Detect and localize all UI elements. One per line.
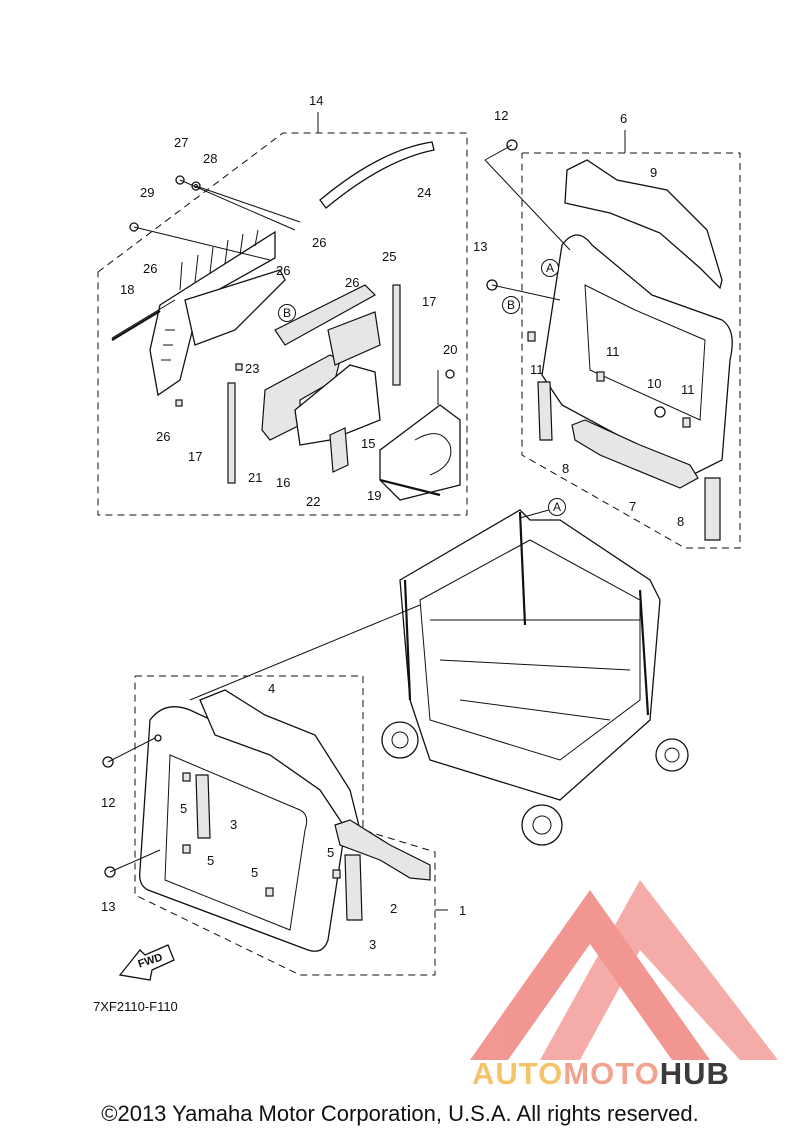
- callout-24: 24: [417, 185, 432, 200]
- callout-26-a: 26: [312, 235, 327, 250]
- callout-26-c: 26: [276, 263, 291, 278]
- strip-17-left: [227, 382, 236, 484]
- callout-5-a: 5: [180, 801, 188, 816]
- trim-strip-24: [319, 141, 435, 209]
- clip-icons: [486, 139, 691, 428]
- callout-2: 2: [390, 901, 398, 916]
- foam-7: [571, 419, 699, 489]
- callout-11-b: 11: [530, 362, 544, 377]
- marker-b-right: B: [502, 296, 520, 314]
- watermark-text: AUTOMOTOHUB: [472, 1056, 730, 1091]
- group-1-frame: [134, 675, 436, 976]
- rear-panel-6: [541, 234, 733, 476]
- pad-8-left: [537, 381, 553, 441]
- marker-b-left: B: [278, 304, 296, 322]
- callout-26-d: 26: [345, 275, 360, 290]
- callout-10: 10: [647, 376, 662, 391]
- callout-8-b: 8: [677, 514, 685, 529]
- callout-23: 23: [245, 361, 260, 376]
- callout-5-b: 5: [327, 845, 335, 860]
- grille-panel: [149, 230, 276, 397]
- callout-6: 6: [620, 111, 628, 126]
- callout-22: 22: [306, 494, 321, 509]
- group-14-frame: [97, 132, 468, 516]
- callout-12-b: 12: [101, 795, 116, 810]
- foam-pad-22: [329, 427, 349, 473]
- callout-13-a: 13: [473, 239, 488, 254]
- callout-8-a: 8: [562, 461, 570, 476]
- callout-26-e: 26: [156, 429, 171, 444]
- callout-20: 20: [443, 342, 458, 357]
- callout-18: 18: [120, 282, 135, 297]
- grille-slats: [161, 229, 259, 361]
- callout-29: 29: [140, 185, 155, 200]
- callout-19: 19: [367, 488, 382, 503]
- watermark-logo: [470, 880, 778, 1060]
- pad-3-top: [195, 774, 211, 839]
- pad-8-right: [704, 477, 721, 541]
- pad-3-bottom: [344, 854, 363, 921]
- callout-5-d: 5: [251, 865, 259, 880]
- callout-15: 15: [361, 436, 376, 451]
- callout-3-a: 3: [230, 817, 238, 832]
- callout-1: 1: [459, 903, 467, 918]
- callout-25: 25: [382, 249, 397, 264]
- drawing-code: 7XF2110-F110: [93, 999, 178, 1014]
- callout-3-b: 3: [369, 937, 377, 952]
- callout-28: 28: [203, 151, 218, 166]
- marker-a-top: A: [541, 259, 559, 277]
- marker-a-frame: A: [548, 498, 566, 516]
- callout-5-c: 5: [207, 853, 215, 868]
- callout-7: 7: [629, 499, 637, 514]
- fwd-arrow-icon: [118, 944, 175, 981]
- foam-pad-16: [294, 364, 381, 446]
- callout-9: 9: [650, 165, 658, 180]
- callout-21: 21: [248, 470, 263, 485]
- callout-14: 14: [309, 93, 324, 108]
- foam-9: [564, 159, 723, 290]
- callout-16: 16: [276, 475, 291, 490]
- callout-11-c: 11: [681, 382, 695, 397]
- callout-27: 27: [174, 135, 189, 150]
- foam-2: [334, 819, 431, 881]
- copyright-notice: ©2013 Yamaha Motor Corporation, U.S.A. A…: [101, 1101, 699, 1126]
- callout-26-b: 26: [143, 261, 158, 276]
- callout-17-b: 17: [188, 449, 203, 464]
- callout-17-a: 17: [422, 294, 437, 309]
- cover-housing: [379, 404, 461, 501]
- vehicle-frame: [381, 509, 689, 846]
- group-6-frame: [521, 152, 741, 549]
- callout-4: 4: [268, 681, 276, 696]
- strip-17-right: [392, 284, 401, 386]
- callout-12-a: 12: [494, 108, 509, 123]
- callout-11-a: 11: [606, 344, 620, 359]
- callout-13-b: 13: [101, 899, 116, 914]
- foam-pad-25: [274, 284, 376, 346]
